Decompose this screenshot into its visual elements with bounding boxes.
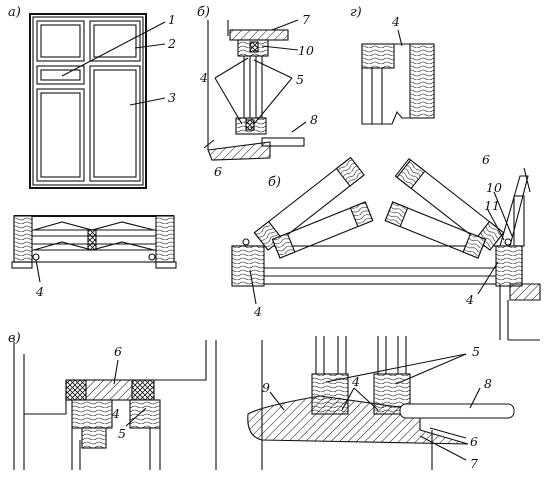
panel-b-vertical-section: б) 7 10 4 5 8 6	[197, 5, 318, 179]
panel-b-opened-sashes: б)	[231, 152, 541, 341]
panel-g-detail: г) 4	[350, 5, 435, 125]
callout-open-11: 11	[484, 198, 500, 213]
callout-2: 2	[167, 36, 176, 51]
callout-1: 1	[168, 12, 176, 27]
panel-label-b-top: б)	[197, 5, 210, 20]
callout-plan-4: 4	[35, 284, 44, 299]
callout-b-6: 6	[214, 164, 222, 179]
panel-a-plan-section: 4	[11, 215, 177, 299]
sash-left	[36, 88, 85, 182]
transom-light-right	[89, 20, 141, 62]
callout-sill-6: 6	[470, 434, 478, 449]
outer-frame	[29, 13, 147, 189]
callout-v-4: 4	[111, 406, 120, 421]
callout-open-6: 6	[482, 152, 490, 167]
panel-a-elevation: а) 1 2 3	[8, 5, 176, 189]
callout-v-5: 5	[118, 426, 126, 441]
callout-sill-7: 7	[470, 456, 478, 471]
callout-sill-9: 9	[262, 380, 270, 395]
callout-sill-5: 5	[472, 344, 480, 359]
vent-sash	[36, 65, 85, 85]
callout-sill-8: 8	[484, 376, 492, 391]
transom-light-left	[36, 20, 85, 62]
callout-v-6: 6	[114, 344, 122, 359]
panel-label-v: в)	[8, 331, 21, 346]
callout-b-10: 10	[298, 43, 314, 58]
callout-open-10: 10	[486, 180, 502, 195]
callout-sill-4: 4	[351, 374, 360, 389]
callout-b-4: 4	[199, 70, 208, 85]
callout-open-4-right: 4	[465, 292, 474, 307]
callout-open-4-left: 4	[253, 304, 262, 319]
sill-section: 5 9 4 8 6 7	[247, 336, 515, 471]
callout-g-4: 4	[391, 14, 400, 29]
sash-right	[89, 65, 141, 182]
panel-label-a: а)	[8, 5, 21, 20]
callout-3: 3	[168, 90, 176, 105]
callout-b-7: 7	[302, 12, 310, 27]
callout-b-5: 5	[296, 72, 304, 87]
panel-label-g: г)	[350, 5, 362, 20]
callout-b-8: 8	[310, 112, 318, 127]
panel-label-b-mid: б)	[268, 175, 281, 190]
panel-v-detail: в) 6 4 5	[8, 331, 217, 470]
